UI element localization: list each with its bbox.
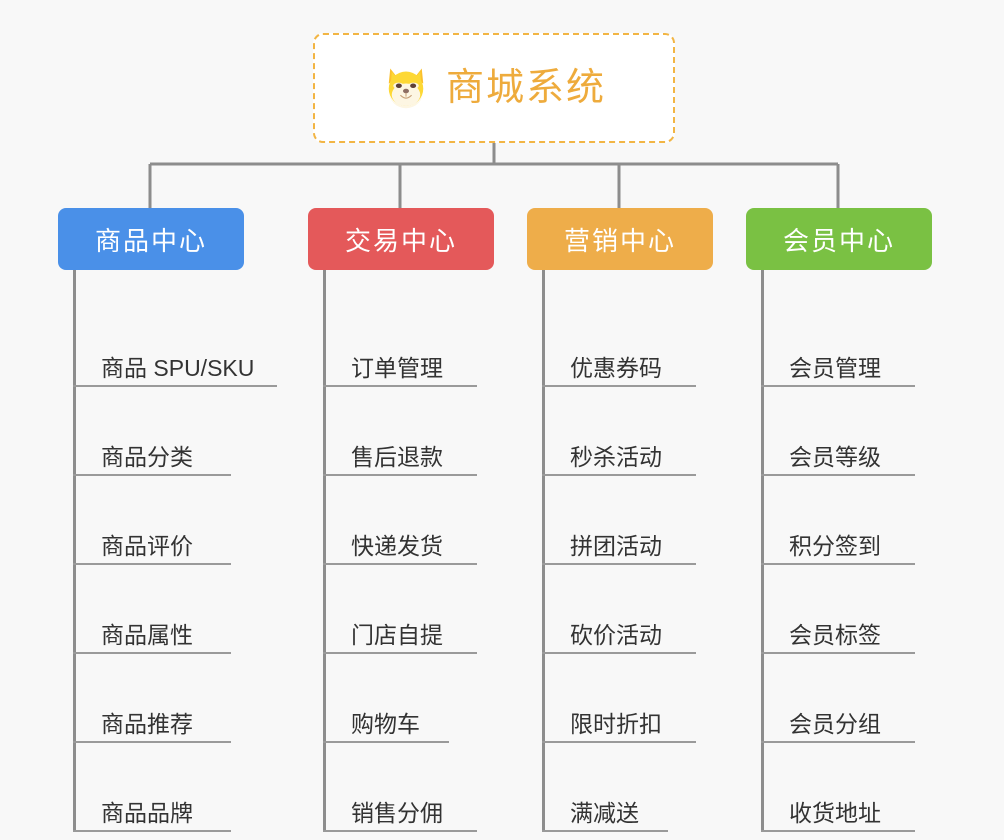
leaf-item[interactable]: 门店自提 <box>323 565 494 654</box>
leaf-item[interactable]: 订单管理 <box>323 298 494 387</box>
leaf-item-label: 售后退款 <box>351 443 443 470</box>
leaf-item[interactable]: 商品评价 <box>73 476 244 565</box>
leaf-item[interactable]: 秒杀活动 <box>542 387 713 476</box>
shiba-dog-face-icon <box>388 68 424 109</box>
leaf-item-label: 拼团活动 <box>570 532 662 559</box>
leaf-item[interactable]: 商品品牌 <box>73 743 244 832</box>
leaf-underline <box>73 385 277 387</box>
leaf-item[interactable]: 优惠券码 <box>542 298 713 387</box>
leaf-item[interactable]: 满减送 <box>542 743 713 832</box>
leaf-item-label: 积分签到 <box>789 532 881 559</box>
leaf-item[interactable]: 销售分佣 <box>323 743 494 832</box>
leaf-underline <box>73 741 231 743</box>
leaf-underline <box>542 652 696 654</box>
category-header[interactable]: 交易中心 <box>308 208 494 270</box>
column-spine-line <box>323 270 326 832</box>
leaf-item-label: 门店自提 <box>351 621 443 648</box>
leaf-item[interactable]: 会员分组 <box>761 654 932 743</box>
category-items: 商品 SPU/SKU 商品分类商品评价商品属性商品推荐商品品牌 <box>58 270 277 832</box>
category-header[interactable]: 会员中心 <box>746 208 932 270</box>
leaf-item-label: 订单管理 <box>351 354 443 381</box>
leaf-underline <box>761 474 915 476</box>
leaf-item-label: 商品分类 <box>101 443 193 470</box>
leaf-underline <box>73 830 231 832</box>
leaf-item-label: 秒杀活动 <box>570 443 662 470</box>
leaf-item-label: 会员等级 <box>789 443 881 470</box>
category-column: 营销中心优惠券码秒杀活动拼团活动砍价活动限时折扣满减送 <box>527 208 713 832</box>
leaf-underline <box>542 385 696 387</box>
leaf-underline <box>761 830 915 832</box>
leaf-underline <box>323 652 477 654</box>
leaf-underline <box>542 563 696 565</box>
leaf-underline <box>323 563 477 565</box>
leaf-item-label: 限时折扣 <box>570 710 662 737</box>
leaf-underline <box>323 474 477 476</box>
leaf-item-label: 商品评价 <box>101 532 193 559</box>
leaf-item[interactable]: 快递发货 <box>323 476 494 565</box>
leaf-underline <box>542 474 696 476</box>
leaf-item-label: 销售分佣 <box>351 799 443 826</box>
category-column: 交易中心订单管理售后退款快递发货门店自提购物车销售分佣 <box>308 208 494 832</box>
root-node[interactable]: 商城系统 <box>313 33 675 143</box>
leaf-item[interactable]: 限时折扣 <box>542 654 713 743</box>
leaf-item-label: 会员管理 <box>789 354 881 381</box>
category-items: 优惠券码秒杀活动拼团活动砍价活动限时折扣满减送 <box>527 270 713 832</box>
leaf-item[interactable]: 商品推荐 <box>73 654 244 743</box>
category-header[interactable]: 营销中心 <box>527 208 713 270</box>
leaf-item-label: 会员分组 <box>789 710 881 737</box>
root-title: 商城系统 <box>445 67 606 109</box>
leaf-item[interactable]: 商品 SPU/SKU <box>73 298 277 387</box>
leaf-underline <box>323 830 477 832</box>
category-items: 订单管理售后退款快递发货门店自提购物车销售分佣 <box>308 270 494 832</box>
leaf-item[interactable]: 收货地址 <box>761 743 932 832</box>
leaf-item[interactable]: 商品属性 <box>73 565 244 654</box>
column-spine-line <box>73 270 76 832</box>
leaf-underline <box>761 563 915 565</box>
category-column: 会员中心会员管理会员等级积分签到会员标签会员分组收货地址 <box>746 208 932 832</box>
leaf-underline <box>323 741 449 743</box>
leaf-item[interactable]: 会员等级 <box>761 387 932 476</box>
leaf-underline <box>73 652 231 654</box>
leaf-item-label: 优惠券码 <box>570 354 662 381</box>
leaf-item-label: 收货地址 <box>789 799 881 826</box>
leaf-underline <box>542 830 668 832</box>
column-spine-line <box>761 270 764 832</box>
column-spine-line <box>542 270 545 832</box>
leaf-item-label: 砍价活动 <box>570 621 662 648</box>
leaf-underline <box>323 385 477 387</box>
leaf-underline <box>73 474 231 476</box>
leaf-underline <box>73 563 231 565</box>
category-header[interactable]: 商品中心 <box>58 208 244 270</box>
category-column: 商品中心商品 SPU/SKU 商品分类商品评价商品属性商品推荐商品品牌 <box>58 208 277 832</box>
leaf-item[interactable]: 会员管理 <box>761 298 932 387</box>
leaf-item[interactable]: 会员标签 <box>761 565 932 654</box>
leaf-item[interactable]: 商品分类 <box>73 387 244 476</box>
leaf-item-label: 商品属性 <box>101 621 193 648</box>
leaf-underline <box>761 652 915 654</box>
leaf-item[interactable]: 拼团活动 <box>542 476 713 565</box>
leaf-underline <box>542 741 696 743</box>
category-items: 会员管理会员等级积分签到会员标签会员分组收货地址 <box>746 270 932 832</box>
leaf-item[interactable]: 购物车 <box>323 654 494 743</box>
leaf-item-label: 商品品牌 <box>101 799 193 826</box>
leaf-item[interactable]: 积分签到 <box>761 476 932 565</box>
leaf-item[interactable]: 售后退款 <box>323 387 494 476</box>
leaf-item-label: 会员标签 <box>789 621 881 648</box>
leaf-item-label: 购物车 <box>351 710 420 737</box>
leaf-item-label: 商品 SPU/SKU <box>101 354 255 381</box>
leaf-item-label: 商品推荐 <box>101 710 193 737</box>
leaf-underline <box>761 741 915 743</box>
leaf-item-label: 快递发货 <box>351 532 443 559</box>
leaf-item[interactable]: 砍价活动 <box>542 565 713 654</box>
leaf-underline <box>761 385 915 387</box>
leaf-item-label: 满减送 <box>570 799 639 826</box>
